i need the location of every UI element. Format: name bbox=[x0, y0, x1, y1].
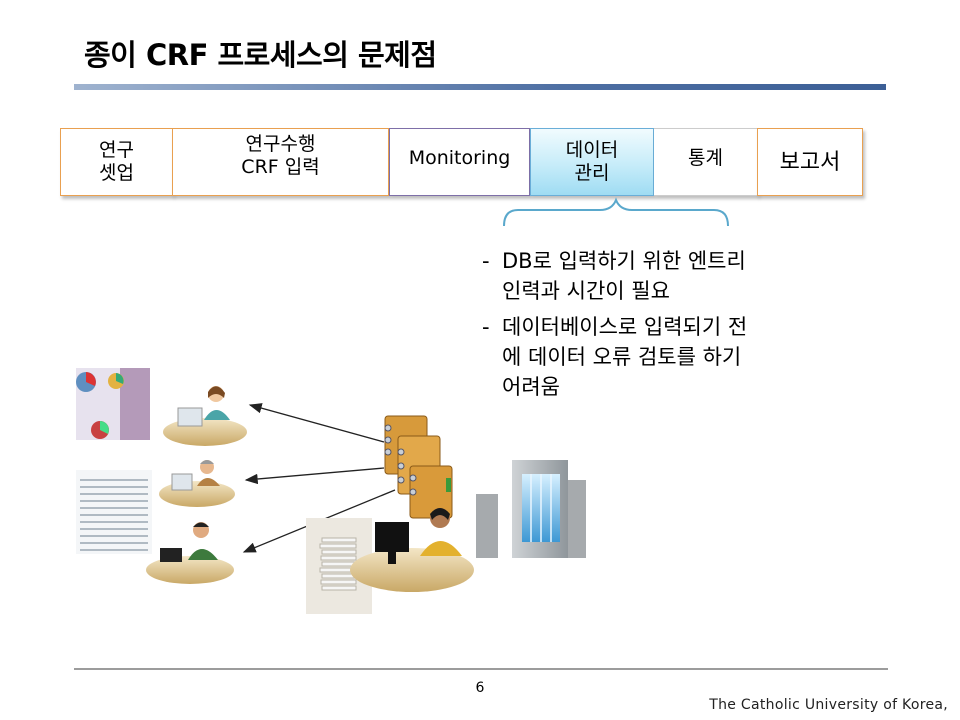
problem-text: DB로 입력하기 위한 엔트리 인력과 시간이 필요 bbox=[502, 249, 746, 303]
pie-chart-photo bbox=[76, 368, 150, 440]
problem-list: - DB로 입력하기 위한 엔트리 인력과 시간이 필요 - 데이터베이스로 입… bbox=[482, 246, 842, 408]
step-label: 데이터 관리 bbox=[565, 139, 619, 184]
step-label: 보고서 bbox=[779, 149, 841, 175]
list-item: - 데이터베이스로 입력되기 전 에 데이터 오류 검토를 하기 어려움 bbox=[482, 312, 842, 402]
step-crf-entry: 연구수행 CRF 입력 bbox=[172, 128, 389, 196]
step-label: 통계 bbox=[688, 146, 723, 169]
brace-connector bbox=[503, 197, 729, 227]
step-label: Monitoring bbox=[408, 146, 511, 169]
footer-divider bbox=[74, 668, 888, 670]
bullet-dash: - bbox=[482, 315, 490, 339]
binder-stack-icon bbox=[384, 415, 453, 519]
desk-worker-woman bbox=[163, 386, 247, 446]
list-item: - DB로 입력하기 위한 엔트리 인력과 시간이 필요 bbox=[482, 246, 842, 306]
desk-worker-laptop bbox=[146, 522, 234, 584]
step-label: 연구수행 CRF 입력 bbox=[241, 133, 320, 178]
office-building-icon bbox=[476, 460, 586, 558]
spreadsheet-photo bbox=[76, 470, 152, 554]
step-study-setup: 연구 셋업 bbox=[60, 128, 173, 196]
step-report: 보고서 bbox=[757, 128, 863, 196]
footer-organization: The Catholic University of Korea, bbox=[709, 697, 948, 713]
slide-title: 종이 CRF 프로세스의 문제점 bbox=[84, 38, 437, 72]
title-underline bbox=[74, 84, 886, 90]
paper-stack-icon bbox=[306, 518, 372, 614]
data-entry-worker bbox=[350, 508, 474, 592]
step-data-management: 데이터 관리 bbox=[530, 128, 654, 196]
bullet-dash: - bbox=[482, 249, 490, 273]
step-monitoring: Monitoring bbox=[389, 128, 530, 196]
desk-worker-man bbox=[159, 460, 235, 507]
problem-text: 데이터베이스로 입력되기 전 에 데이터 오류 검토를 하기 어려움 bbox=[502, 315, 748, 399]
step-label: 연구 셋업 bbox=[99, 139, 134, 184]
step-statistics: 통계 bbox=[654, 128, 758, 196]
page-number: 6 bbox=[475, 680, 485, 696]
